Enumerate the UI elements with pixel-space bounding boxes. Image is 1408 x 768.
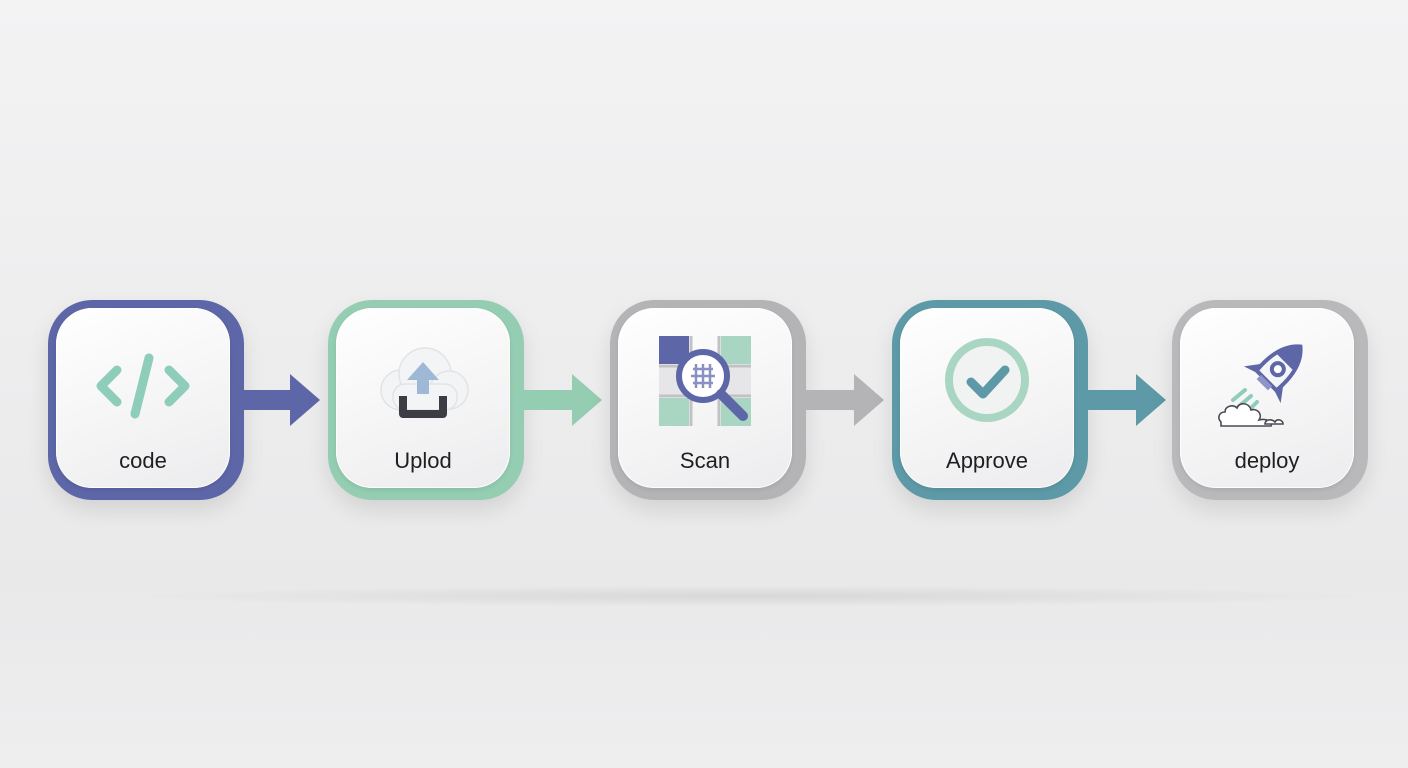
rocket-icon — [1218, 344, 1303, 427]
step-scan-card: Scan — [618, 308, 792, 488]
code-brackets-icon — [96, 353, 190, 419]
step-scan: Scan — [610, 300, 806, 500]
step-approve: Approve — [892, 300, 1088, 500]
floor-shadow — [120, 585, 1380, 607]
step-label: Scan — [679, 448, 731, 473]
step-approve-card: Approve — [900, 308, 1074, 488]
step-deploy: deploy — [1172, 300, 1368, 500]
step-deploy-card: deploy — [1180, 308, 1354, 488]
step-label: Uplod — [394, 448, 452, 473]
check-circle-icon — [945, 338, 1029, 422]
step-code: code — [48, 300, 244, 500]
step-label: deploy — [1234, 448, 1300, 473]
arrow-connector-1 — [232, 374, 320, 426]
arrow-connector-2 — [514, 374, 602, 426]
arrow-connector-4 — [1078, 374, 1166, 426]
step-label: code — [119, 448, 167, 473]
step-label: Approve — [946, 448, 1028, 473]
cloud-upload-icon — [380, 347, 469, 418]
magnifier-scan-icon — [659, 336, 751, 426]
step-upload: Uplod — [328, 300, 524, 500]
step-code-card: code — [56, 308, 230, 488]
step-upload-card: Uplod — [336, 308, 510, 488]
arrow-connector-3 — [796, 374, 884, 426]
